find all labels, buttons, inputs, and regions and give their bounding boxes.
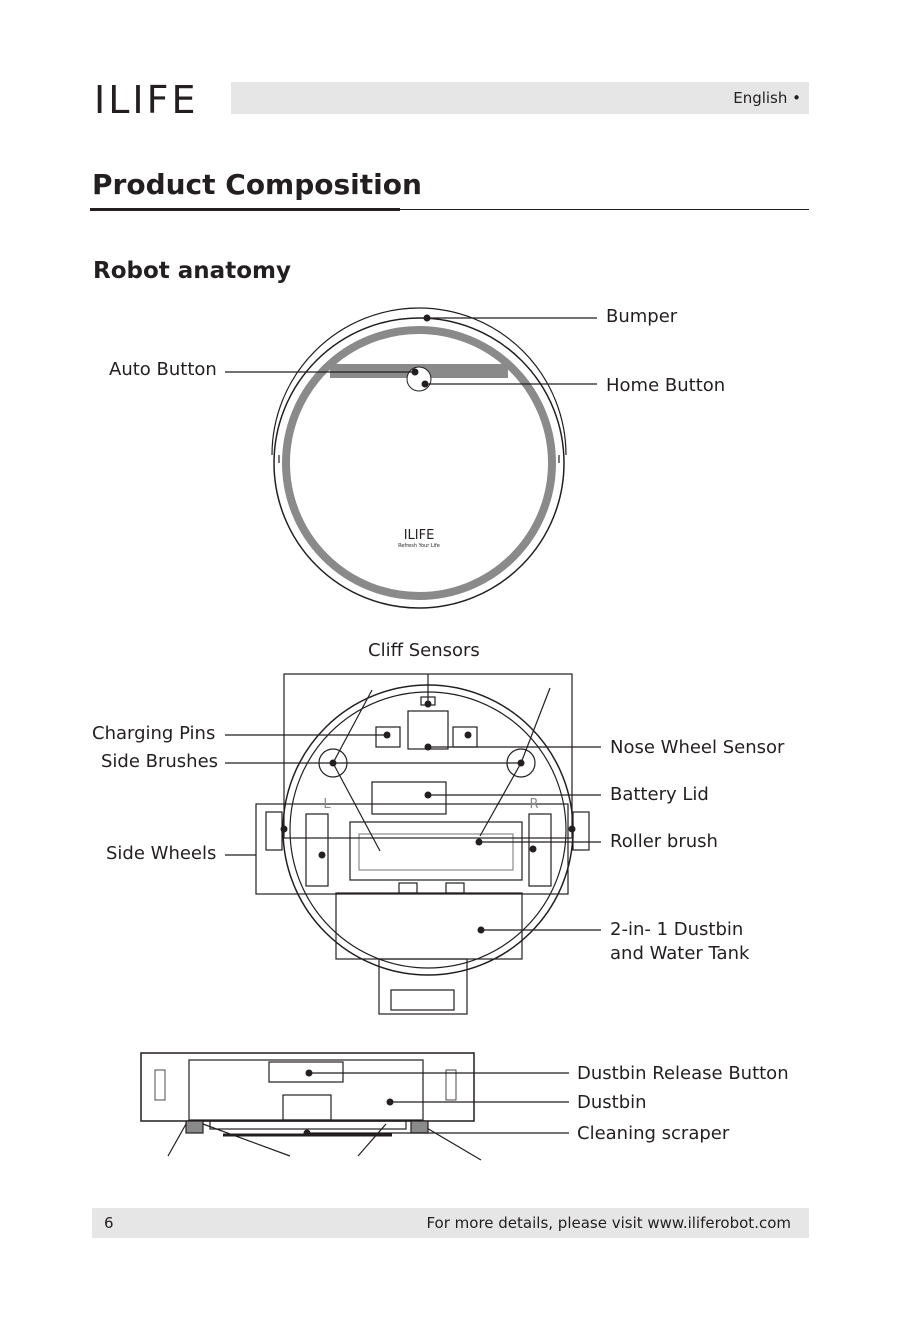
bottom-view-robot — [265, 684, 590, 1015]
label-roller-brush: Roller brush — [610, 831, 718, 852]
label-side-wheels: Side Wheels — [106, 843, 217, 864]
label-battery-lid: Battery Lid — [610, 784, 709, 805]
label-charging-pins: Charging Pins — [92, 723, 216, 744]
header-bar: English • — [231, 82, 809, 114]
side-view-robot — [140, 1052, 482, 1161]
label-dustbin-line2: and Water Tank — [610, 943, 750, 964]
title-underline — [90, 208, 400, 211]
label-cleaning-scraper: Cleaning scraper — [577, 1123, 730, 1144]
language-label: English • — [733, 89, 801, 107]
label-home-button: Home Button — [606, 375, 726, 396]
label-dustbin-line1: 2-in- 1 Dustbin — [610, 919, 744, 940]
top-view-robot: ILIFE Refresh Your Life — [271, 307, 567, 609]
label-dustbin-release-button: Dustbin Release Button — [577, 1063, 789, 1084]
title-rule — [400, 209, 809, 210]
wheel-left-marker: L — [323, 797, 331, 812]
label-dustbin: Dustbin — [577, 1092, 647, 1113]
wheel-right-marker: R — [529, 797, 538, 812]
label-side-brushes: Side Brushes — [101, 751, 219, 772]
robot-tagline: Refresh Your Life — [398, 543, 440, 549]
label-bumper: Bumper — [606, 306, 678, 327]
label-cliff-sensors: Cliff Sensors — [368, 640, 480, 661]
label-auto-button: Auto Button — [109, 359, 217, 380]
section-subtitle: Robot anatomy — [93, 258, 291, 284]
footer-text: For more details, please visit www.ilife… — [426, 1214, 791, 1232]
page-title: Product Composition — [92, 168, 422, 201]
brand-logo: ILIFE — [94, 78, 199, 122]
robot-logo: ILIFE — [404, 528, 435, 543]
label-nose-wheel-sensor: Nose Wheel Sensor — [610, 737, 785, 758]
page-number: 6 — [104, 1214, 114, 1232]
footer-bar: 6 For more details, please visit www.ili… — [92, 1208, 809, 1238]
